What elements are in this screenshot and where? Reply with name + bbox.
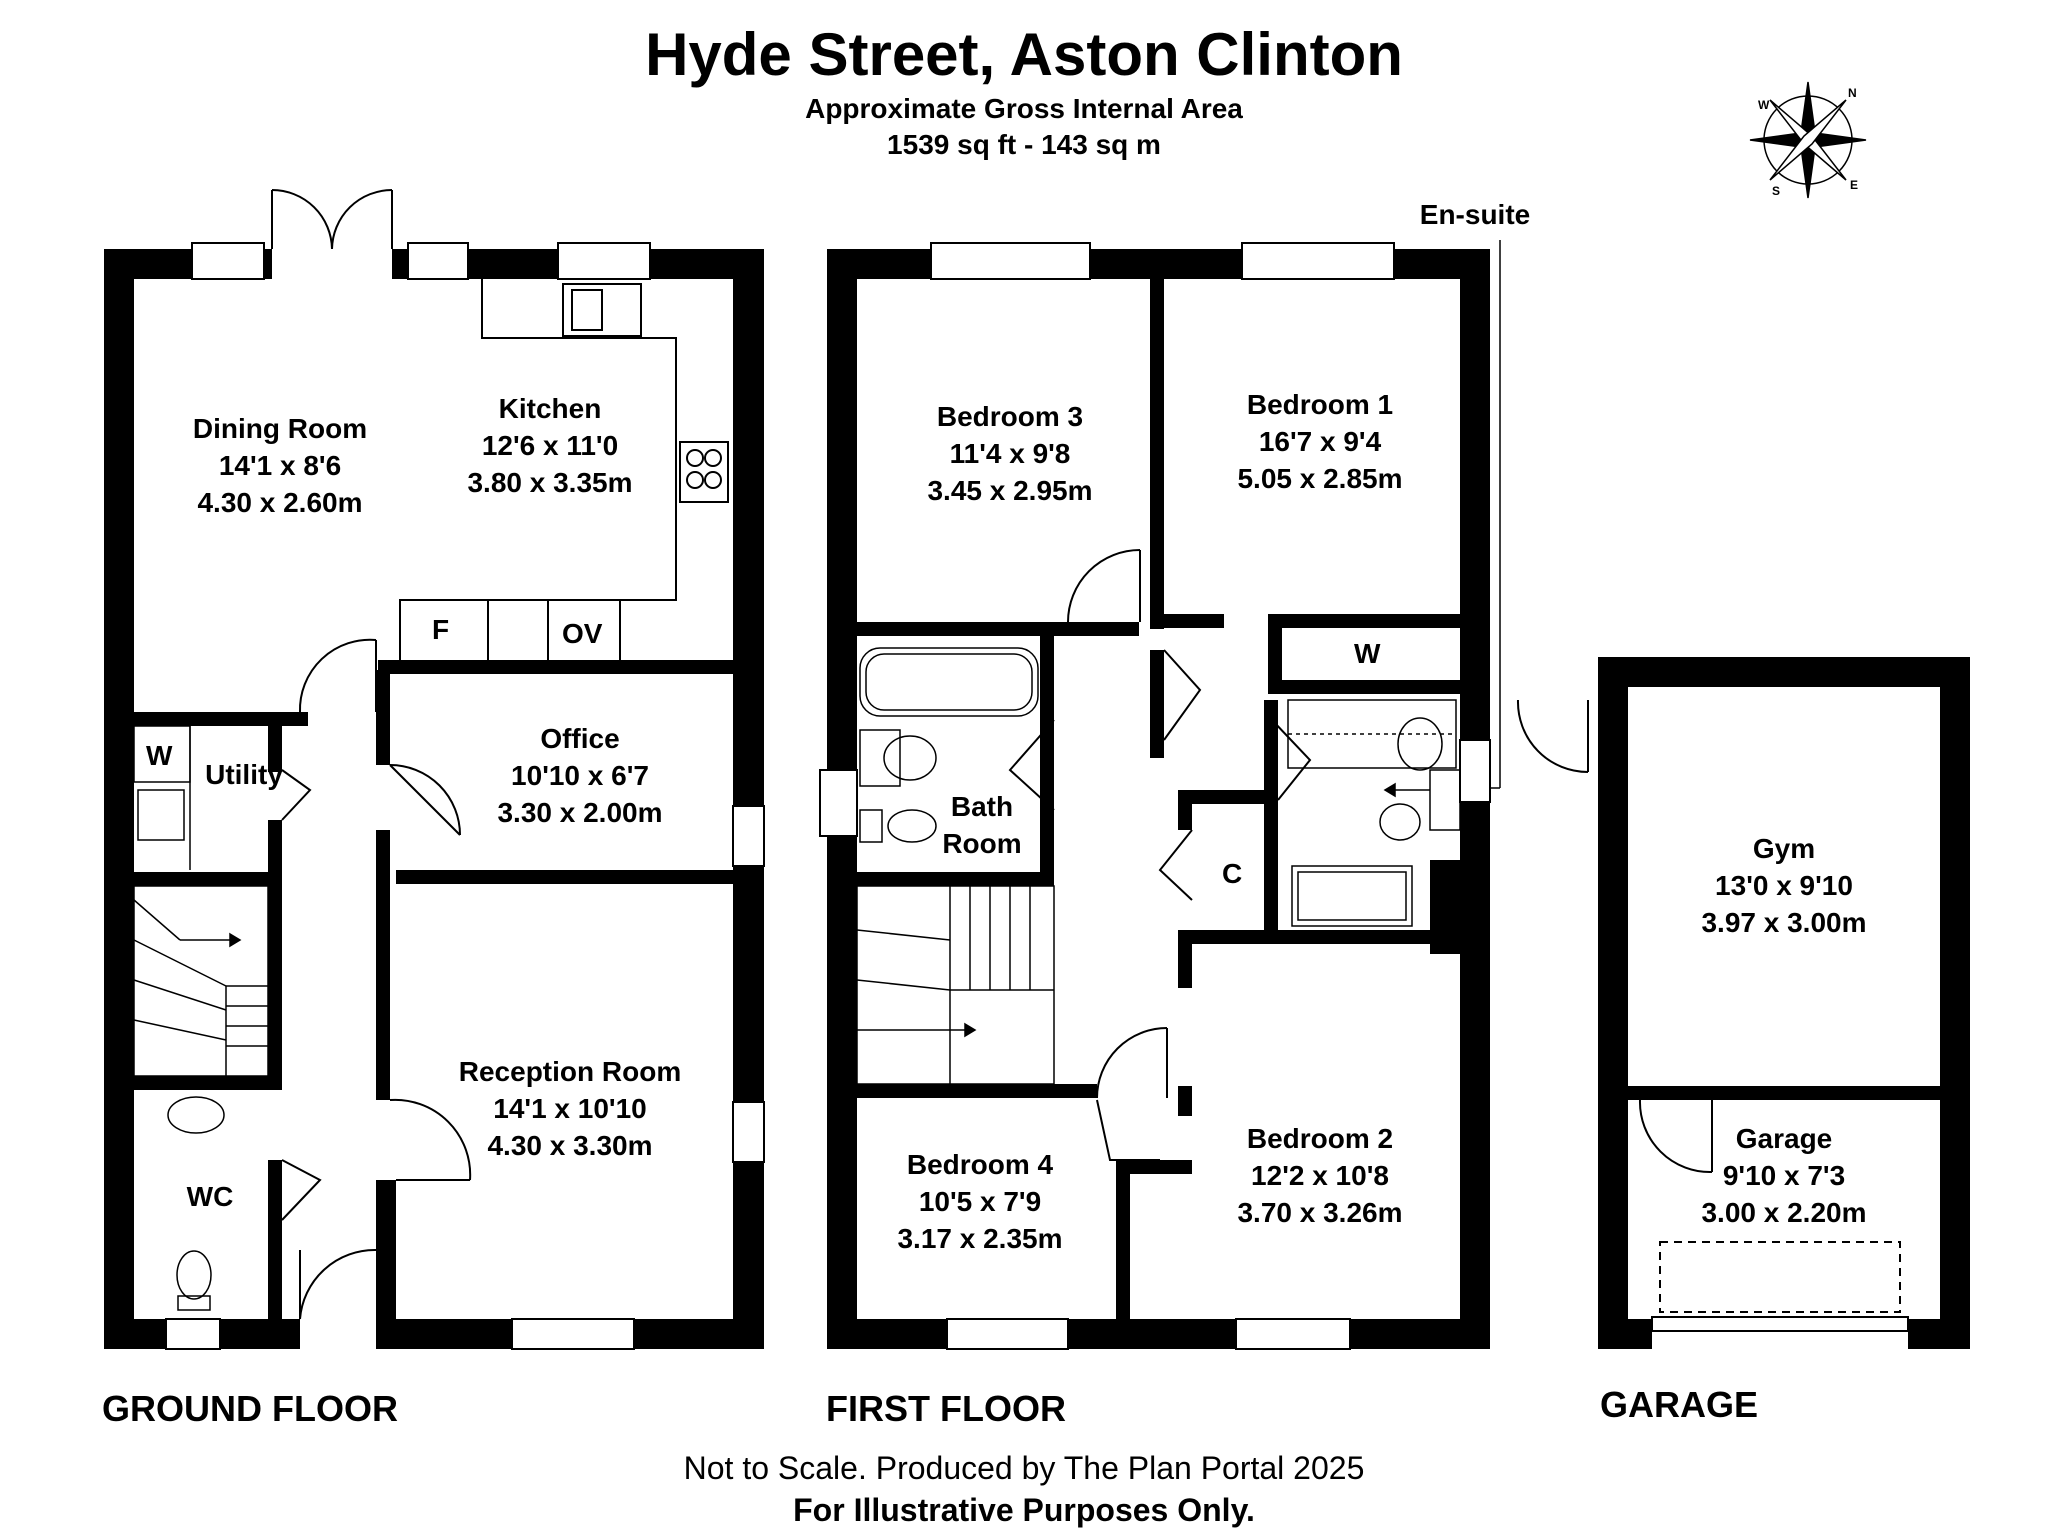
room-garage-name: Garage: [1735, 1123, 1833, 1154]
room-bedroom4-metric: 3.17 x 2.35m: [897, 1223, 1063, 1254]
room-bedroom2-name: Bedroom 2: [1246, 1123, 1394, 1154]
first-floor-doors: [1008, 549, 1312, 1161]
room-bedroom4-imperial: 10'5 x 7'9: [918, 1186, 1042, 1217]
ground-floor-outer-walls: [104, 249, 764, 1349]
room-bathroom: Bath Room: [922, 788, 1042, 862]
ground-floor-internal-walls: [134, 660, 733, 1320]
room-office-name: Office: [540, 723, 620, 754]
garage-plan: [1516, 657, 1970, 1349]
room-wc: WC: [170, 1178, 250, 1215]
compass-s: S: [1772, 184, 1781, 198]
french-doors: [271, 189, 393, 250]
room-reception: Reception Room 14'1 x 10'10 4.30 x 3.30m: [420, 1053, 720, 1164]
first-floor-internal-walls: [857, 279, 1460, 1320]
room-utility: Utility: [196, 756, 292, 793]
ground-floor-stairs: [133, 885, 269, 1077]
disclaimer-scale: Not to Scale. Produced by The Plan Porta…: [683, 1450, 1365, 1486]
bathroom-fixtures: [859, 647, 1461, 927]
room-bedroom4: Bedroom 4 10'5 x 7'9 3.17 x 2.35m: [860, 1146, 1100, 1257]
room-bedroom3-imperial: 11'4 x 9'8: [949, 438, 1071, 469]
plan-title: Hyde Street, Aston Clinton: [645, 21, 1403, 88]
room-bedroom3: Bedroom 3 11'4 x 9'8 3.45 x 2.95m: [890, 398, 1130, 509]
room-bathroom-line2: Room: [942, 828, 1022, 859]
garage-floor-label: GARAGE: [1600, 1384, 1759, 1425]
room-wc-name: WC: [186, 1181, 234, 1212]
room-reception-name: Reception Room: [458, 1056, 682, 1087]
bedroom1-wardrobe-marker: W: [1354, 638, 1381, 669]
room-kitchen-metric: 3.80 x 3.35m: [467, 467, 633, 498]
compass-e: E: [1850, 178, 1859, 192]
first-floor-plan: [819, 240, 1501, 1350]
room-dining: Dining Room 14'1 x 8'6 4.30 x 2.60m: [160, 410, 400, 521]
area-value: 1539 sq ft - 143 sq m: [887, 129, 1161, 160]
first-floor-stairs: [856, 885, 1055, 1085]
first-floor-label: FIRST FLOOR: [826, 1388, 1066, 1429]
garage-walls: [1598, 657, 1970, 1349]
room-gym-name: Gym: [1752, 833, 1816, 864]
room-dining-imperial: 14'1 x 8'6: [218, 450, 342, 481]
room-bedroom1-metric: 5.05 x 2.85m: [1237, 463, 1403, 494]
room-bedroom3-name: Bedroom 3: [936, 401, 1084, 432]
area-label: Approximate Gross Internal Area: [805, 93, 1243, 124]
room-reception-metric: 4.30 x 3.30m: [487, 1130, 653, 1161]
room-garage-imperial: 9'10 x 7'3: [1722, 1160, 1846, 1191]
room-bedroom2: Bedroom 2 12'2 x 10'8 3.70 x 3.26m: [1200, 1120, 1440, 1231]
room-bedroom4-name: Bedroom 4: [906, 1149, 1054, 1180]
ground-floor-label: GROUND FLOOR: [102, 1388, 398, 1429]
room-kitchen-imperial: 12'6 x 11'0: [481, 430, 619, 461]
room-bedroom1: Bedroom 1 16'7 x 9'4 5.05 x 2.85m: [1200, 386, 1440, 497]
compass-n: N: [1848, 86, 1857, 100]
compass-w: W: [1758, 98, 1770, 112]
room-office: Office 10'10 x 6'7 3.30 x 2.00m: [470, 720, 690, 831]
ground-floor-windows: [165, 242, 765, 1350]
room-dining-metric: 4.30 x 2.60m: [197, 487, 363, 518]
ground-floor-plan: [104, 189, 765, 1350]
ensuite-pointer: [1490, 240, 1501, 789]
room-ensuite: En-suite: [1400, 196, 1550, 233]
room-gym-imperial: 13'0 x 9'10: [1715, 870, 1853, 901]
room-office-metric: 3.30 x 2.00m: [497, 797, 663, 828]
room-dining-name: Dining Room: [192, 413, 368, 444]
room-garage-metric: 3.00 x 2.20m: [1701, 1197, 1867, 1228]
garage-doors: [1516, 699, 1909, 1332]
room-kitchen: Kitchen 12'6 x 11'0 3.80 x 3.35m: [440, 390, 660, 501]
room-gym: Gym 13'0 x 9'10 3.97 x 3.00m: [1664, 830, 1904, 941]
first-floor-windows: [819, 242, 1491, 1350]
utility-wc-fixtures: [133, 725, 225, 1311]
room-bedroom1-imperial: 16'7 x 9'4: [1258, 426, 1382, 457]
disclaimer-illustrative: For Illustrative Purposes Only.: [793, 1492, 1255, 1528]
room-bedroom2-metric: 3.70 x 3.26m: [1237, 1197, 1403, 1228]
room-bedroom3-metric: 3.45 x 2.95m: [927, 475, 1093, 506]
fridge-marker: F: [432, 614, 450, 645]
utility-wardrobe-marker: W: [146, 740, 173, 771]
room-utility-name: Utility: [205, 759, 283, 790]
room-garage: Garage 9'10 x 7'3 3.00 x 2.20m: [1664, 1120, 1904, 1231]
room-bedroom2-imperial: 12'2 x 10'8: [1251, 1160, 1389, 1191]
room-reception-imperial: 14'1 x 10'10: [493, 1093, 647, 1124]
kitchen-worktops: [399, 279, 729, 660]
room-kitchen-name: Kitchen: [498, 393, 602, 424]
cupboard-marker: C: [1222, 858, 1243, 889]
room-office-imperial: 10'10 x 6'7: [511, 760, 649, 791]
ground-floor-doors: [281, 638, 472, 1320]
first-floor-outer-walls: [827, 249, 1490, 1349]
oven-marker: OV: [562, 618, 603, 649]
room-ensuite-name: En-suite: [1419, 199, 1531, 230]
compass-rose: [1749, 81, 1867, 199]
room-bedroom1-name: Bedroom 1: [1246, 389, 1394, 420]
room-bathroom-line1: Bath: [950, 791, 1014, 822]
room-gym-metric: 3.97 x 3.00m: [1701, 907, 1867, 938]
